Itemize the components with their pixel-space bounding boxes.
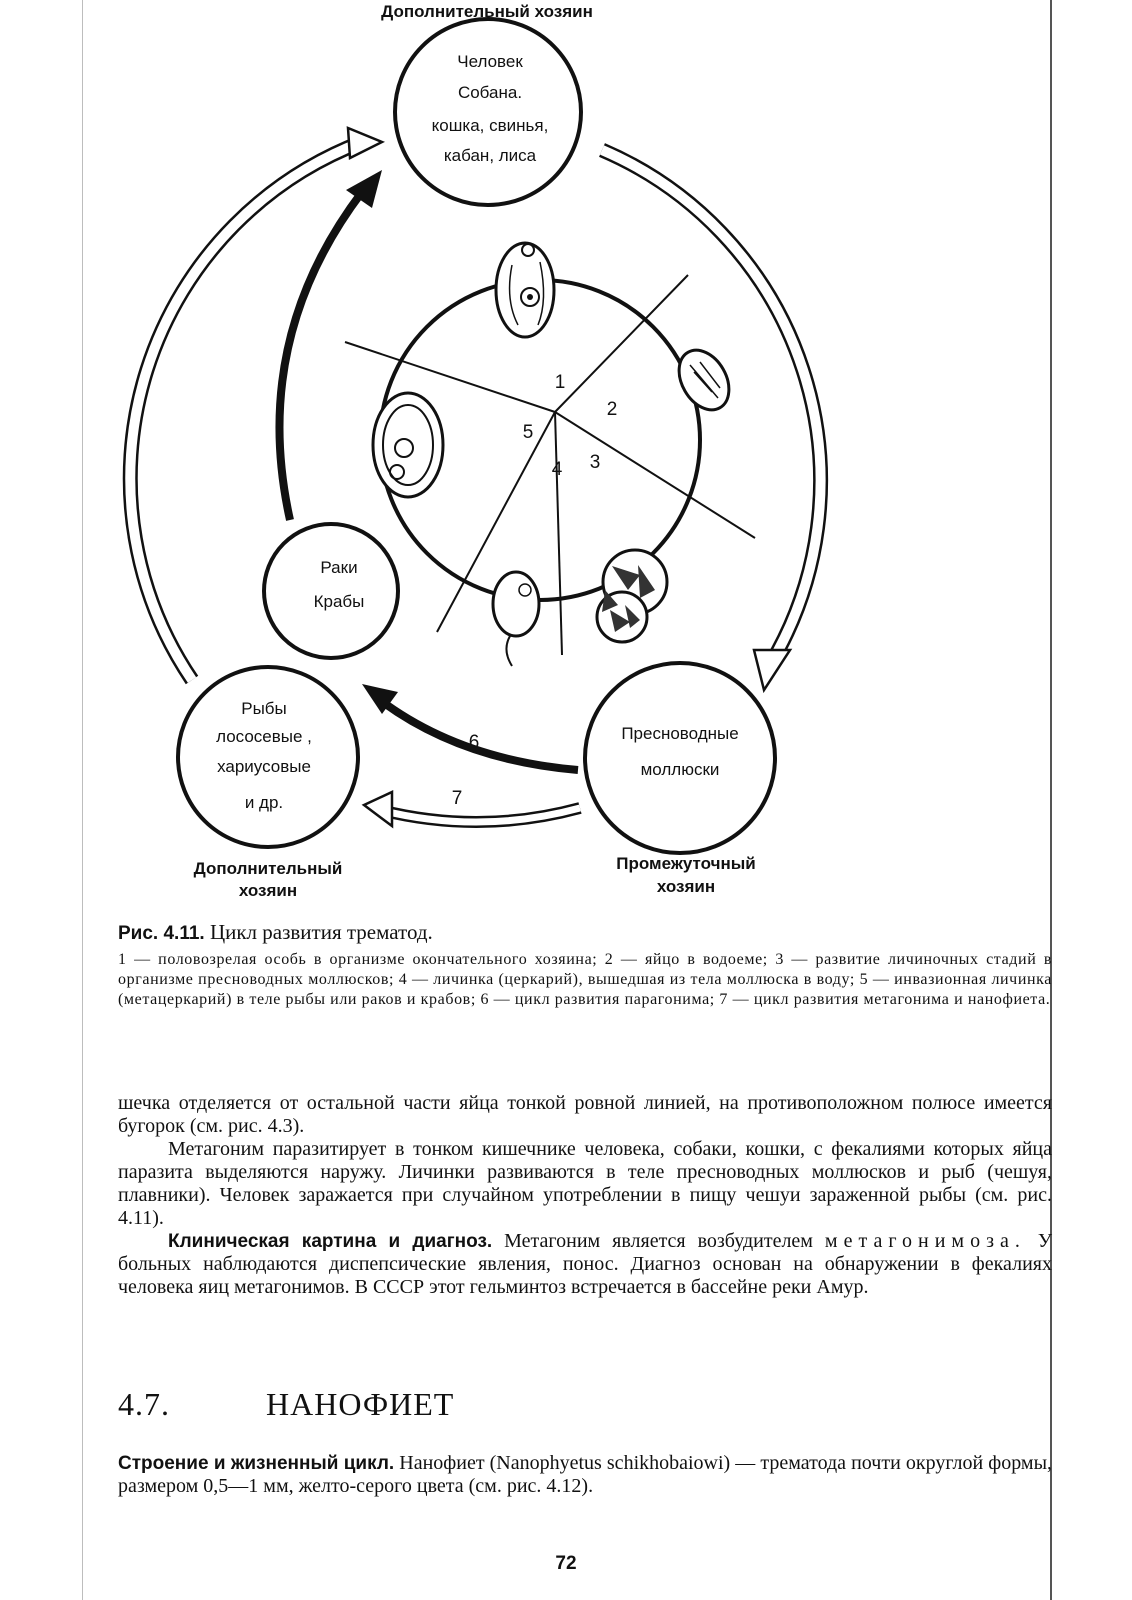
fish-line: лососевые , [216,727,312,746]
adult-fluke-figure [496,243,554,337]
figure-title: Цикл развития трематод. [210,920,433,944]
host-line: кабан, лиса [444,146,537,165]
stage-number: 3 [590,452,601,473]
host-line: Человек [457,52,523,71]
paragraph: Строение и жизненный цикл. Нанофиет (Nan… [118,1452,1052,1498]
stage-number: 1 [555,372,566,393]
molluscs-circle [585,663,775,853]
metacercaria-cyst-figure [373,393,443,497]
host-line: Собана. [458,83,522,102]
stage-number: 6 [469,732,480,753]
sector-line [555,412,755,538]
page-number: 72 [0,1553,1132,1575]
cercaria-figure [493,572,539,666]
section-body: Строение и жизненный цикл. Нанофиет (Nan… [118,1452,1052,1498]
paragraph: Метагоним паразитирует в тонком кишечник… [118,1138,1052,1230]
crustaceans-line: Крабы [314,592,365,611]
paragraph: Клиническая картина и диагноз. Метагоним… [118,1230,1052,1299]
figure-legend: 1 — половозрелая особь в организме оконч… [118,950,1052,1010]
sector-line [345,342,555,412]
section-heading: 4.7. НАНОФИЕТ [118,1386,170,1423]
sector-line [555,412,562,655]
definitive-host-circle [395,19,581,205]
section-number: 4.7. [118,1386,170,1422]
stage-number: 5 [523,422,534,443]
molluscs-line: Пресноводные [621,724,738,743]
paragraph-heading: Клиническая картина и диагноз. [168,1231,492,1252]
paragraph-heading: Строение и жизненный цикл. [118,1453,394,1474]
paragraph-text: Метагоним является возбудителем [492,1230,825,1252]
host-line: кошка, свинья, [432,116,549,135]
stage-number: 2 [607,399,618,420]
figure-caption-title: Рис. 4.11. Цикл развития трематод. [118,920,433,945]
fish-host-label: хозяин [239,881,297,900]
figure-label: Рис. 4.11. [118,923,205,944]
arrowhead-7 [364,792,392,826]
fish-line: Рыбы [241,699,287,718]
paragraph: шечка отделяется от остальной части яйца… [118,1092,1052,1138]
mollusc-host-label: Промежуточный [616,854,755,873]
larval-stages-figure [597,550,667,642]
molluscs-line: моллюски [641,760,720,779]
section-title: НАНОФИЕТ [266,1386,454,1423]
crustaceans-line: Раки [320,558,357,577]
body-text: шечка отделяется от остальной части яйца… [118,1092,1052,1299]
egg-figure [669,341,739,418]
stage-number: 7 [452,788,463,809]
mollusc-host-label: хозяин [657,877,715,896]
crustaceans-circle [264,524,398,658]
trematode-life-cycle-diagram: Дополнительный хозяин [0,0,1132,910]
fish-line: хариусовые [217,757,311,776]
cycle-arrowhead-left [348,128,382,158]
stage-number: 4 [552,459,563,480]
cycle-arrowhead-right [754,650,790,690]
fish-line: и др. [245,793,283,812]
arrow-crabs-to-host [279,192,362,520]
disease-term: метагонимоза. [825,1230,1026,1252]
fish-host-label: Дополнительный [194,859,343,878]
